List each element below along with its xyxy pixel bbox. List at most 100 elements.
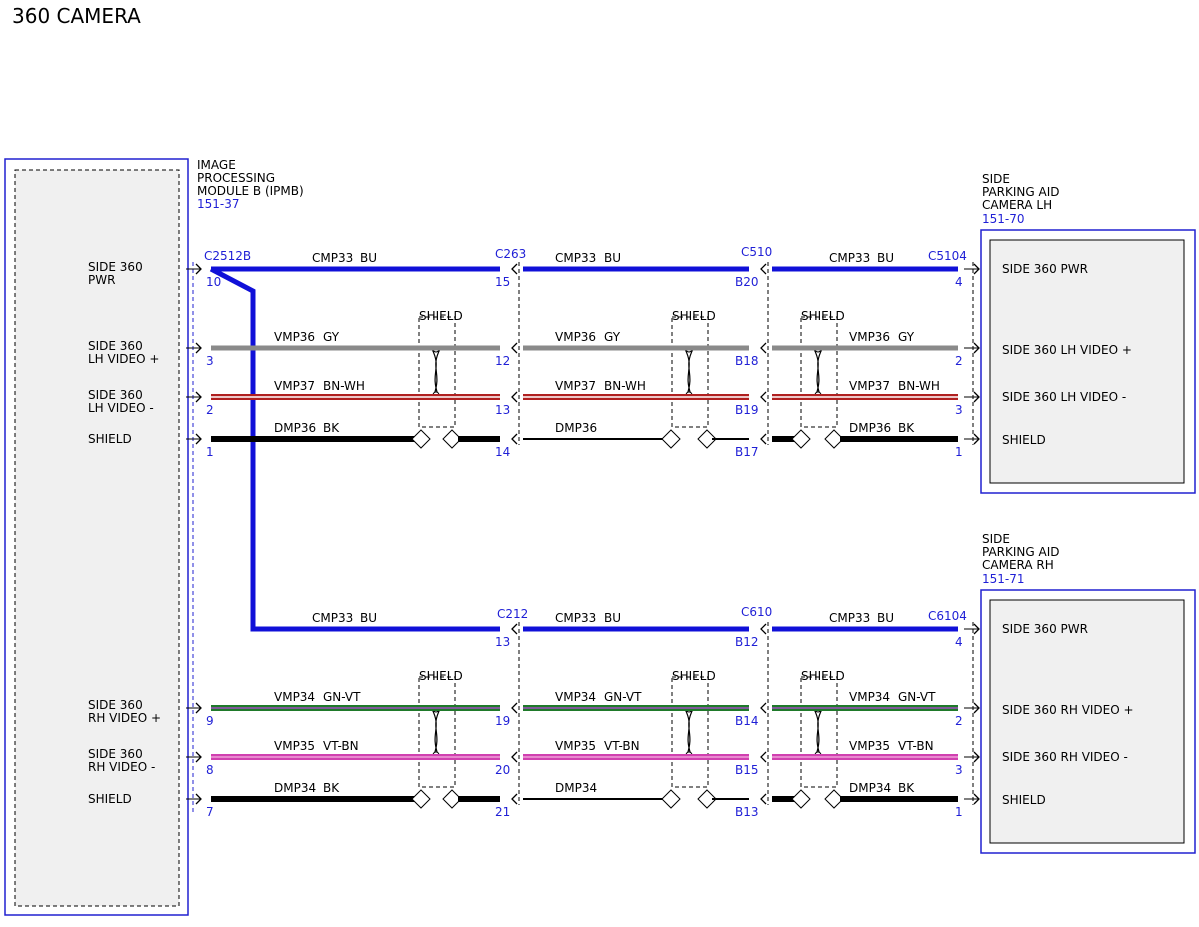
lh-shield-twist-3 bbox=[813, 348, 823, 396]
lh-row-4-seg2-diamond-a bbox=[661, 429, 681, 449]
rh-row-3-pin-4: 3 bbox=[955, 763, 963, 777]
connector-c5104: C5104 bbox=[928, 249, 967, 263]
rh-row-2-seg3-color: GN-VT bbox=[898, 690, 936, 704]
rh-shield-label-3: SHIELD bbox=[801, 669, 845, 683]
lh-row-4-b-left bbox=[760, 433, 767, 445]
ipmb-name-line2: PROCESSING bbox=[197, 171, 275, 185]
rh-shield-twist-1 bbox=[431, 708, 441, 756]
cam-lh-pin-vm: SIDE 360 LH VIDEO - bbox=[1002, 390, 1126, 404]
lh-row-3-seg2-color: BN-WH bbox=[604, 379, 646, 393]
lh-row-2-seg1-color: GY bbox=[323, 330, 340, 344]
rh-row-3-pin-1: 8 bbox=[206, 763, 214, 777]
rh-row-4-seg1-circuit: DMP34 bbox=[274, 781, 316, 795]
lh-row-4-seg1-diamond-a bbox=[411, 429, 431, 449]
lh-row-2-pin-2: 12 bbox=[495, 354, 510, 368]
ipmb-name-line3: MODULE B (IPMB) bbox=[197, 184, 304, 198]
rh-row-1-seg3-color: BU bbox=[877, 611, 894, 625]
lh-row-1-a-left bbox=[511, 263, 518, 275]
lh-row-1-pin-1: 10 bbox=[206, 275, 221, 289]
rh-row-1-seg3-circuit: CMP33 bbox=[829, 611, 870, 625]
lh-row-3-pin-3: B19 bbox=[735, 403, 759, 417]
lh-row-3-pin-4: 3 bbox=[955, 403, 963, 417]
lh-row-3-seg1-circuit: VMP37 bbox=[274, 379, 315, 393]
rh-row-4-seg2-diamond-b bbox=[697, 789, 717, 809]
rh-row-4-seg1-color: BK bbox=[323, 781, 340, 795]
lh-row-4-seg1-circuit: DMP36 bbox=[274, 421, 316, 435]
rh-row-2-pin-4: 2 bbox=[955, 714, 963, 728]
lh-row-4-seg2-diamond-b bbox=[697, 429, 717, 449]
lh-row-1-pin-2: 15 bbox=[495, 275, 510, 289]
lh-row-1-pin-3: B20 bbox=[735, 275, 759, 289]
lh-row-4-seg3-circuit: DMP36 bbox=[849, 421, 891, 435]
rh-row-1-seg2-circuit: CMP33 bbox=[555, 611, 596, 625]
ipmb-pin-rhvm-line1: SIDE 360 bbox=[88, 747, 143, 761]
lh-row-1-seg3-circuit: CMP33 bbox=[829, 251, 870, 265]
ipmb-pin-lhvm-line1: SIDE 360 bbox=[88, 388, 143, 402]
lh-row-2-pin-3: B18 bbox=[735, 354, 759, 368]
lh-row-4-ipmb-arrow bbox=[195, 433, 202, 445]
connector-c263: C263 bbox=[495, 247, 526, 261]
rh-row-4-seg2-circuit: DMP34 bbox=[555, 781, 597, 795]
lh-row-2-cam-arrow bbox=[973, 342, 980, 354]
rh-row-4-pin-3: B13 bbox=[735, 805, 759, 819]
rh-row-2-pin-3: B14 bbox=[735, 714, 759, 728]
rh-row-3-pin-3: B15 bbox=[735, 763, 759, 777]
connector-c610: C610 bbox=[741, 605, 772, 619]
lh-row-3-b-left bbox=[760, 391, 767, 403]
cam-lh-name-line3: CAMERA LH bbox=[982, 198, 1052, 212]
ipmb-pin-pwr-line1: SIDE 360 bbox=[88, 260, 143, 274]
lh-row-2-pin-4: 2 bbox=[955, 354, 963, 368]
ipmb-module-inner bbox=[14, 169, 180, 907]
cam-rh-name-line1: SIDE bbox=[982, 532, 1010, 546]
lh-shield-twist-1 bbox=[431, 348, 441, 396]
rh-row-2-seg2-circuit: VMP34 bbox=[555, 690, 596, 704]
lh-row-1-seg1-circuit: CMP33 bbox=[312, 251, 353, 265]
rh-row-4-pin-4: 1 bbox=[955, 805, 963, 819]
cam-lh-inner bbox=[989, 239, 1185, 484]
cam-lh-pin-vp: SIDE 360 LH VIDEO + bbox=[1002, 343, 1132, 357]
rh-row-4-a-left bbox=[511, 793, 518, 805]
lh-shield-twist-2 bbox=[684, 348, 694, 396]
ipmb-pin-lhvp-line2: LH VIDEO + bbox=[88, 352, 159, 366]
rh-row-3-ipmb-arrow bbox=[195, 751, 202, 763]
lh-row-2-seg2-color: GY bbox=[604, 330, 621, 344]
cam-lh-ref: 151-70 bbox=[982, 212, 1025, 226]
rh-row-1-pin-3: B12 bbox=[735, 635, 759, 649]
rh-row-3-a-left bbox=[511, 751, 518, 763]
lh-shield-label-2: SHIELD bbox=[672, 309, 716, 323]
rh-row-1-a-left bbox=[511, 623, 518, 635]
rh-row-2-seg3-circuit: VMP34 bbox=[849, 690, 890, 704]
lh-row-1-ipmb-arrow bbox=[195, 263, 202, 275]
connector-c2512b: C2512B bbox=[204, 249, 251, 263]
lh-row-4-seg3-color: BK bbox=[898, 421, 915, 435]
rh-row-1-pin-4: 4 bbox=[955, 635, 963, 649]
rh-shield-label-2: SHIELD bbox=[672, 669, 716, 683]
lh-row-1-seg2-circuit: CMP33 bbox=[555, 251, 596, 265]
rh-row-3-seg3-color: VT-BN bbox=[898, 739, 934, 753]
lh-row-4-cam-arrow bbox=[973, 433, 980, 445]
rh-row-1-seg1-circuit: CMP33 bbox=[312, 611, 353, 625]
rh-row-4-seg2-diamond-a bbox=[661, 789, 681, 809]
ipmb-pin-shield-lh: SHIELD bbox=[88, 432, 132, 446]
lh-row-4-seg1-color: BK bbox=[323, 421, 340, 435]
lh-row-1-b-left bbox=[760, 263, 767, 275]
ipmb-pin-lhvm-line2: LH VIDEO - bbox=[88, 401, 154, 415]
lh-row-2-seg3-color: GY bbox=[898, 330, 915, 344]
lh-row-3-pin-1: 2 bbox=[206, 403, 214, 417]
rh-row-2-a-left bbox=[511, 702, 518, 714]
rh-shield-twist-2 bbox=[684, 708, 694, 756]
rh-shield-twist-3-box bbox=[800, 676, 838, 788]
cam-lh-pin-shield: SHIELD bbox=[1002, 433, 1046, 447]
lh-row-1-seg1-color: BU bbox=[360, 251, 377, 265]
rh-row-2-pin-1: 9 bbox=[206, 714, 214, 728]
rh-row-4-seg3-color: BK bbox=[898, 781, 915, 795]
rh-row-1-pin-2: 13 bbox=[495, 635, 510, 649]
cam-rh-pin-vm: SIDE 360 RH VIDEO - bbox=[1002, 750, 1128, 764]
rh-row-3-seg2-color: VT-BN bbox=[604, 739, 640, 753]
lh-row-3-pin-2: 13 bbox=[495, 403, 510, 417]
lh-shield-label-3: SHIELD bbox=[801, 309, 845, 323]
lh-row-3-seg1-color: BN-WH bbox=[323, 379, 365, 393]
rh-row-4-ipmb-arrow bbox=[195, 793, 202, 805]
cam-rh-name-line2: PARKING AID bbox=[982, 545, 1060, 559]
